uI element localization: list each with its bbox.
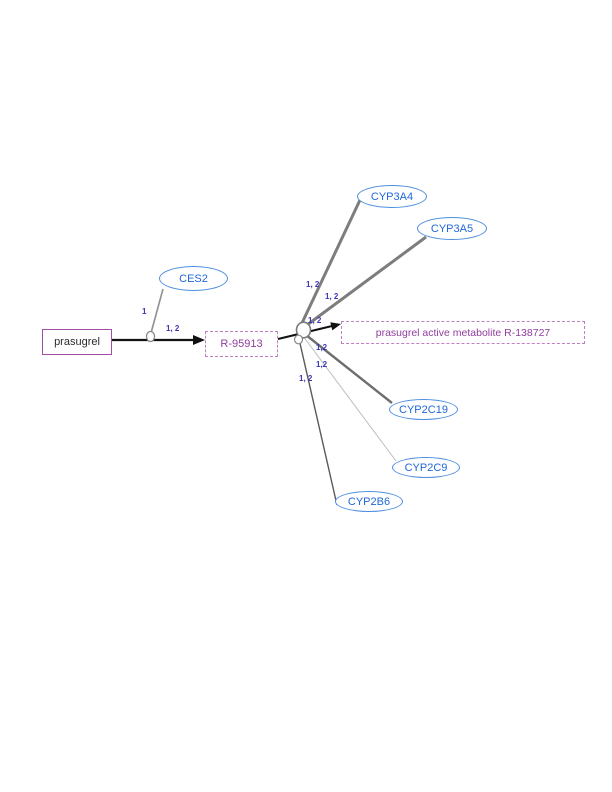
node-ces2-label: CES2 (179, 272, 208, 285)
edge-label-ces2: 1 (142, 307, 147, 316)
edge-label-cyp3a4: 1, 2 (306, 280, 320, 289)
node-cyp2b6-label: CYP2B6 (347, 495, 391, 508)
reaction-circle-2-large (295, 321, 312, 339)
edge-label-r95913-metabolite: 1, 2 (308, 316, 322, 325)
node-cyp3a5: CYP3A5 (417, 217, 487, 240)
node-cyp3a4: CYP3A4 (357, 185, 427, 208)
edge-cyp2c19-link (305, 334, 393, 404)
edge-cyp3a4-link (300, 199, 362, 324)
node-r95913: R-95913 (205, 331, 278, 357)
node-prasugrel: prasugrel (42, 329, 112, 355)
edge-label-cyp2b6: 1, 2 (299, 374, 313, 383)
node-cyp2c9: CYP2C9 (392, 457, 460, 478)
edge-cyp3a5-link (306, 235, 427, 327)
arrowhead-r95913 (193, 335, 205, 345)
edge-label-cyp3a5: 1, 2 (325, 292, 339, 301)
node-prasugrel-label: prasugrel (54, 336, 100, 348)
node-cyp3a5-label: CYP3A5 (430, 222, 474, 235)
node-active-metabolite-label: prasugrel active metabolite R-138727 (375, 326, 551, 339)
node-cyp2c19: CYP2C19 (389, 399, 458, 420)
node-cyp2c19-label: CYP2C19 (399, 403, 448, 416)
node-cyp2b6: CYP2B6 (335, 491, 403, 512)
edge-cyp2c9-link (302, 335, 397, 462)
node-cyp2c9-label: CYP2C9 (404, 461, 448, 474)
node-r95913-label: R-95913 (220, 338, 263, 350)
node-active-metabolite: prasugrel active metabolite R-138727 (341, 321, 585, 344)
node-cyp3a4-label: CYP3A4 (370, 190, 414, 203)
reaction-circle-1 (145, 330, 156, 343)
edge-label-cyp2c19: 1,2 (316, 343, 328, 352)
reaction-circle-2-small (293, 334, 304, 345)
arrowhead-metabolite (330, 322, 341, 331)
node-ces2: CES2 (159, 266, 228, 291)
edge-cyp2b6-link (298, 338, 338, 506)
edge-ces2-link (150, 288, 164, 334)
edge-label-prasugrel-r95913: 1, 2 (166, 324, 180, 333)
edge-label-cyp2c9: 1,2 (316, 360, 328, 369)
